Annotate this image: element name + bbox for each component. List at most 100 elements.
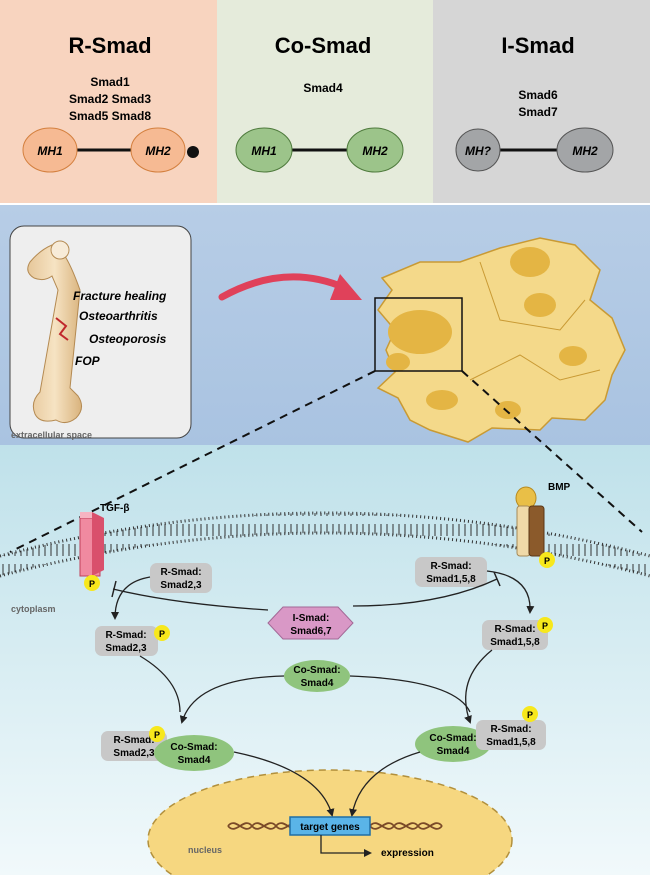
i-smad-inhibit-tgf [112, 588, 269, 611]
disease-osteoporosis: Osteoporosis [89, 332, 167, 346]
i-smad-member: Smad7 [518, 105, 558, 119]
red-arrow-head [330, 274, 362, 300]
arrow-smad23-activation [111, 576, 151, 620]
r-smad-mh1-label: MH1 [37, 144, 63, 158]
i-smad-mh2-domain [556, 127, 614, 173]
cell-cluster-image [376, 237, 626, 443]
co-smad-free-ellipse [284, 660, 350, 692]
co-smad-mh1-domain [235, 127, 293, 173]
ssxs-motif-dot [187, 146, 199, 158]
i-smad-mh-unknown-domain [455, 128, 501, 172]
phospho-label: P [89, 579, 95, 589]
phospho-circle [522, 706, 538, 722]
complex-co-smad-left-line1: Co-Smad: [170, 742, 217, 753]
co-smad-mh2-label: MH2 [362, 144, 388, 158]
co-smad-free-line2: Smad4 [301, 678, 334, 689]
tgf-beta-label: TGF-β [100, 503, 129, 514]
dna-helix-image [227, 822, 443, 830]
arrow-co-smad-to-left-complex [179, 675, 285, 724]
phospho-label: P [542, 621, 548, 631]
complex-co-smad-right-line2: Smad4 [437, 746, 470, 757]
r-smad-mh1-domain [22, 127, 78, 173]
i-smad-mh2-label: MH2 [572, 144, 598, 158]
bmp-receptor-phospho [539, 552, 555, 568]
r-smad-smad158-cyto-box [482, 620, 548, 650]
r-smad-member: Smad1 [90, 75, 130, 89]
r-smad-smad23-line1: R-Smad: [160, 567, 201, 578]
inhibit-bar-bmp [493, 571, 501, 587]
family-panels: R-Smad Smad1 Smad2 Smad3 Smad5 Smad8 Co-… [0, 0, 650, 203]
phospho-label: P [154, 730, 160, 740]
r-smad-title: R-Smad [68, 33, 151, 58]
zoom-line-left [9, 370, 376, 553]
disease-fop: FOP [75, 354, 101, 368]
expression-label: expression [381, 848, 434, 859]
r-smad-smad23-cyto-box [95, 626, 158, 656]
complex-co-smad-left-ellipse [154, 735, 234, 771]
femur-bone-image [27, 240, 82, 424]
extracellular-space-label: extracellular space [11, 430, 92, 440]
co-smad-mh2-domain [346, 127, 404, 173]
r-smad-smad158-cyto-line2: Smad1,5,8 [490, 637, 540, 648]
i-smad-mh-unknown-label: MH? [465, 144, 492, 158]
complex-r-smad158-line1: R-Smad: [490, 724, 531, 735]
bmp-receptor [515, 486, 545, 557]
co-smad-member: Smad4 [303, 81, 343, 95]
arrow-left-complex-to-genes [233, 751, 335, 817]
r-smad-smad158-box [415, 557, 487, 587]
r-smad-mh2-domain [130, 127, 186, 173]
bmp-label: BMP [548, 482, 571, 493]
i-smad-line2: Smad6,7 [290, 626, 332, 637]
r-smad-smad158-line1: R-Smad: [430, 561, 471, 572]
disease-osteoarthritis: Osteoarthritis [79, 309, 158, 323]
tgf-beta-receptor [79, 512, 104, 577]
complex-r-smad158-box [476, 720, 546, 750]
phospho-circle [154, 625, 170, 641]
membrane-tails [0, 513, 650, 576]
red-curved-arrow [218, 273, 349, 301]
phospho-label: P [544, 556, 550, 566]
phospho-circle [537, 617, 553, 633]
r-smad-smad158-line2: Smad1,5,8 [426, 574, 476, 585]
signaling-pathway: extracellular space cytoplasm TGF-β P BM… [0, 430, 650, 875]
cytoplasm-label: cytoplasm [11, 604, 56, 614]
zoom-box [374, 297, 463, 372]
complex-co-smad-right-ellipse [415, 726, 491, 762]
r-smad-member: Smad2 Smad3 [69, 92, 151, 106]
arrow-right-complex-to-genes [349, 751, 421, 817]
r-smad-smad23-box [150, 563, 212, 593]
r-smad-smad23-line2: Smad2,3 [160, 580, 202, 591]
curve-smad23-to-complex [139, 655, 181, 713]
co-smad-panel [217, 0, 433, 203]
r-smad-mh2-label: MH2 [145, 144, 171, 158]
phospho-label: P [527, 710, 533, 720]
r-smad-member: Smad5 Smad8 [69, 109, 151, 123]
complex-r-smad23-line1: R-Smad: [113, 735, 154, 746]
arrow-smad158-to-right-complex [464, 649, 493, 724]
co-smad-title: Co-Smad [275, 33, 372, 58]
i-smad-member: Smad6 [518, 88, 558, 102]
r-smad-smad158-cyto-line1: R-Smad: [494, 624, 535, 635]
r-smad-smad23-cyto-line1: R-Smad: [105, 630, 146, 641]
phospho-circle [149, 726, 165, 742]
target-genes-label: target genes [300, 822, 360, 833]
inhibit-bar-tgf [111, 580, 117, 598]
complex-co-smad-left-line2: Smad4 [178, 755, 211, 766]
zoom-line-right [461, 370, 643, 533]
co-smad-mh1-label: MH1 [251, 144, 277, 158]
complex-r-smad158-line2: Smad1,5,8 [486, 737, 536, 748]
i-smad-line1: I-Smad: [293, 613, 330, 624]
phospho-label: P [159, 629, 165, 639]
tgf-receptor-phospho [84, 575, 100, 591]
co-smad-free-line1: Co-Smad: [293, 665, 340, 676]
expression-arrow [320, 835, 372, 857]
target-genes-box [289, 816, 371, 836]
i-smad-title: I-Smad [501, 33, 574, 58]
i-smad-inhibit-bmp [352, 578, 498, 607]
membrane-inner-leaflet [0, 531, 650, 578]
complex-r-smad23-line2: Smad2,3 [113, 748, 155, 759]
disease-fracture-healing: Fracture healing [73, 289, 167, 303]
nucleus-label: nucleus [188, 845, 222, 855]
